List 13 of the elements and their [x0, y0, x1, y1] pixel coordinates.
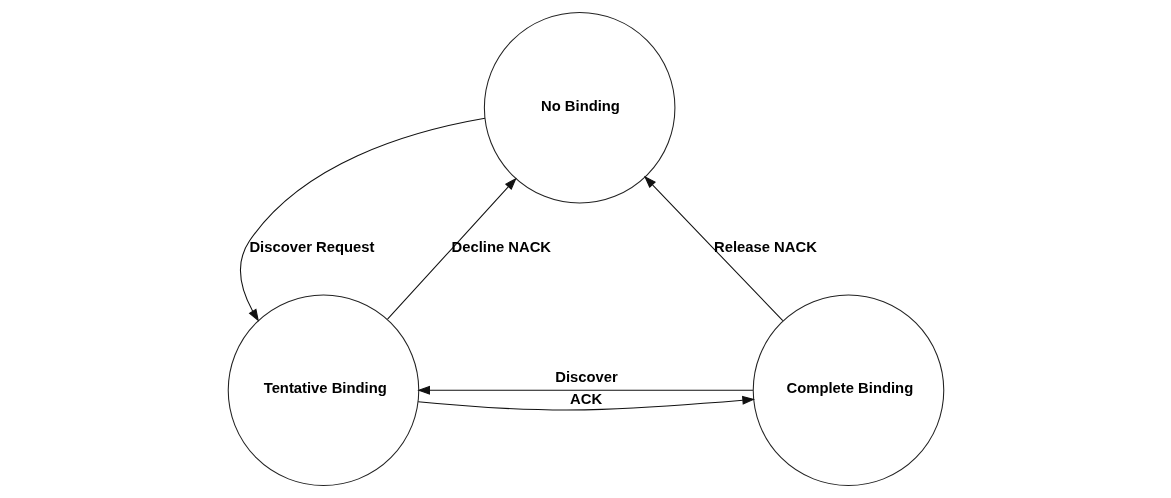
edge-label: Discover — [554, 369, 618, 386]
arrow — [386, 177, 517, 320]
node-circle: Complete Binding — [752, 294, 944, 487]
edge-label: Decline NACK — [451, 238, 551, 255]
edge-label: Discover Request — [248, 238, 374, 255]
node-circle: Tentative Binding — [227, 294, 419, 487]
node-circle: No Binding — [483, 11, 675, 204]
arrow — [416, 385, 753, 395]
edge-label: Release NACK — [713, 238, 817, 255]
edge-label: ACK — [569, 391, 602, 408]
arrow — [239, 117, 485, 322]
arrow — [643, 175, 783, 322]
arrow — [417, 395, 755, 411]
